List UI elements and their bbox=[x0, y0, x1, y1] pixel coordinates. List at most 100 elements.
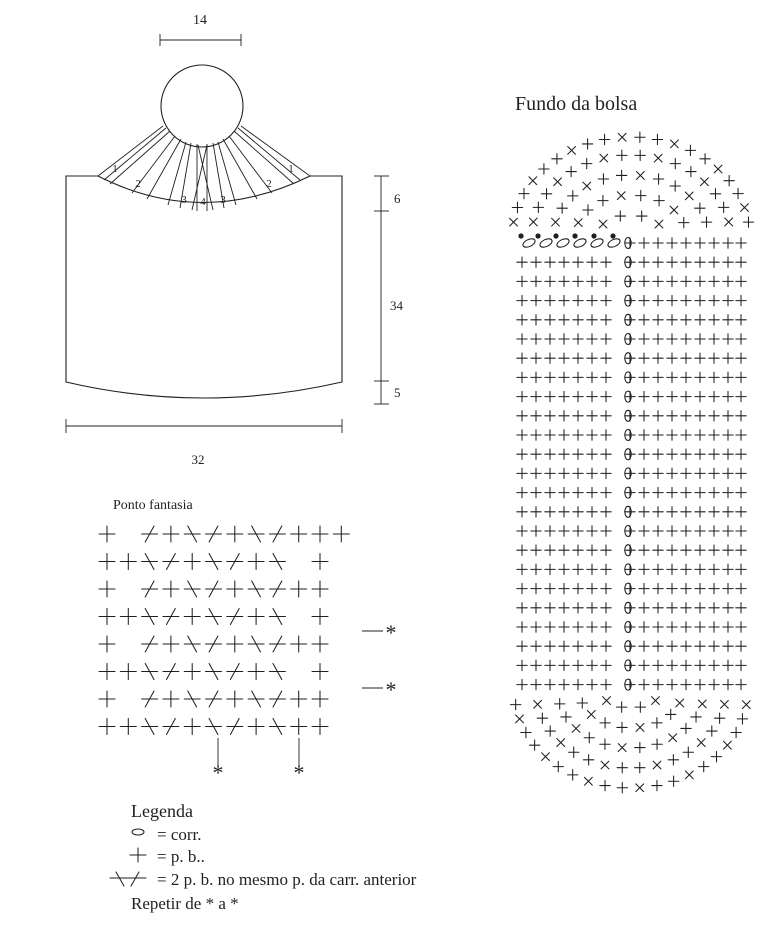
single-crochet-symbol bbox=[586, 640, 598, 652]
single-crochet-symbol bbox=[516, 602, 528, 614]
chain-dot bbox=[553, 233, 559, 239]
single-crochet-symbol bbox=[708, 582, 720, 595]
single-crochet-symbol bbox=[624, 544, 636, 556]
single-crochet-symbol bbox=[722, 314, 734, 326]
single-crochet-symbol bbox=[735, 390, 747, 403]
single-crochet-symbol bbox=[680, 659, 692, 672]
single-crochet-symbol bbox=[680, 410, 692, 422]
single-crochet-symbol bbox=[162, 635, 180, 653]
single-crochet-symbol bbox=[530, 410, 542, 422]
single-crochet-symbol bbox=[226, 580, 244, 598]
single-crochet-symbol bbox=[311, 580, 329, 598]
chain-symbol bbox=[590, 238, 604, 248]
two-sc-symbol bbox=[268, 635, 286, 653]
single-crochet-symbol bbox=[694, 390, 706, 403]
single-crochet-symbol bbox=[708, 294, 720, 307]
single-crochet-symbol bbox=[580, 157, 593, 170]
single-crochet-symbol bbox=[680, 256, 692, 268]
single-crochet-symbol bbox=[706, 725, 718, 737]
single-crochet-symbol bbox=[634, 701, 647, 713]
single-crochet-symbol bbox=[544, 275, 556, 288]
chain-symbol bbox=[624, 371, 632, 384]
single-crochet-symbol bbox=[722, 333, 734, 345]
increase-symbol bbox=[617, 743, 627, 753]
single-crochet-symbol bbox=[624, 333, 636, 345]
increase-symbol bbox=[600, 760, 610, 770]
single-crochet-symbol bbox=[544, 256, 556, 268]
single-crochet-symbol bbox=[98, 635, 116, 653]
single-crochet-symbol bbox=[162, 690, 180, 708]
increase-symbol bbox=[598, 219, 608, 229]
single-crochet-symbol bbox=[582, 204, 594, 216]
single-crochet-symbol bbox=[600, 275, 612, 288]
chain-symbol bbox=[624, 544, 632, 557]
single-crochet-symbol bbox=[638, 506, 650, 518]
single-crochet-symbol bbox=[624, 525, 636, 537]
single-crochet-symbol bbox=[600, 314, 612, 326]
single-crochet-symbol bbox=[311, 690, 329, 708]
single-crochet-symbol bbox=[558, 621, 570, 633]
single-crochet-symbol bbox=[516, 294, 528, 307]
two-sc-symbol bbox=[162, 607, 180, 626]
single-crochet-symbol bbox=[530, 563, 542, 576]
increase-symbol bbox=[652, 760, 662, 770]
single-crochet-symbol bbox=[652, 390, 664, 403]
single-crochet-symbol bbox=[694, 678, 706, 691]
single-crochet-symbol bbox=[652, 582, 664, 595]
chain-symbol bbox=[624, 659, 632, 672]
single-crochet-symbol bbox=[516, 544, 528, 556]
single-crochet-symbol bbox=[586, 275, 598, 288]
single-crochet-symbol bbox=[544, 410, 556, 422]
single-crochet-symbol bbox=[680, 544, 692, 556]
single-crochet-symbol bbox=[735, 256, 747, 268]
two-sc-symbol bbox=[141, 525, 159, 543]
single-crochet-symbol bbox=[290, 690, 308, 708]
single-crochet-symbol bbox=[694, 640, 706, 652]
single-crochet-symbol bbox=[708, 371, 720, 384]
two-sc-symbol bbox=[226, 552, 244, 571]
single-crochet-symbol bbox=[311, 635, 329, 653]
single-crochet-symbol bbox=[516, 486, 528, 499]
single-crochet-symbol bbox=[600, 621, 612, 633]
single-crochet-symbol bbox=[664, 708, 677, 721]
single-crochet-symbol bbox=[666, 544, 678, 556]
single-crochet-symbol bbox=[694, 294, 706, 307]
single-crochet-symbol bbox=[558, 525, 570, 537]
single-crochet-symbol bbox=[544, 352, 556, 364]
single-crochet-symbol bbox=[638, 294, 650, 307]
increase-symbol bbox=[697, 699, 707, 709]
increase-symbol bbox=[713, 164, 723, 174]
single-crochet-symbol bbox=[735, 333, 747, 345]
single-crochet-symbol bbox=[666, 621, 678, 633]
single-crochet-symbol bbox=[600, 390, 612, 403]
single-crochet-symbol bbox=[652, 659, 664, 672]
chain-symbol bbox=[539, 238, 553, 248]
single-crochet-symbol bbox=[558, 602, 570, 614]
single-crochet-symbol bbox=[98, 552, 116, 571]
single-crochet-symbol bbox=[680, 563, 692, 576]
single-crochet-symbol bbox=[694, 563, 706, 576]
single-crochet-symbol bbox=[723, 174, 735, 187]
chain-symbol bbox=[624, 352, 632, 365]
single-crochet-symbol bbox=[520, 726, 532, 739]
single-crochet-symbol bbox=[516, 410, 528, 422]
single-crochet-symbol bbox=[708, 563, 720, 576]
single-crochet-symbol bbox=[735, 659, 747, 672]
single-crochet-symbol bbox=[544, 725, 556, 737]
single-crochet-symbol bbox=[530, 659, 542, 672]
single-crochet-symbol bbox=[600, 544, 612, 556]
single-crochet-symbol bbox=[708, 486, 720, 499]
repeat-marker: * bbox=[213, 760, 224, 785]
single-crochet-symbol bbox=[666, 525, 678, 537]
single-crochet-symbol bbox=[717, 201, 730, 214]
single-crochet-symbol bbox=[735, 410, 747, 422]
single-crochet-symbol bbox=[98, 717, 116, 736]
increase-symbol bbox=[528, 176, 538, 186]
two-sc-symbol bbox=[226, 717, 244, 736]
single-crochet-symbol bbox=[722, 410, 734, 422]
single-crochet-symbol bbox=[558, 544, 570, 556]
single-crochet-symbol bbox=[624, 390, 636, 403]
chain-symbol bbox=[624, 448, 632, 461]
single-crochet-symbol bbox=[572, 640, 584, 652]
single-crochet-symbol bbox=[722, 467, 734, 480]
